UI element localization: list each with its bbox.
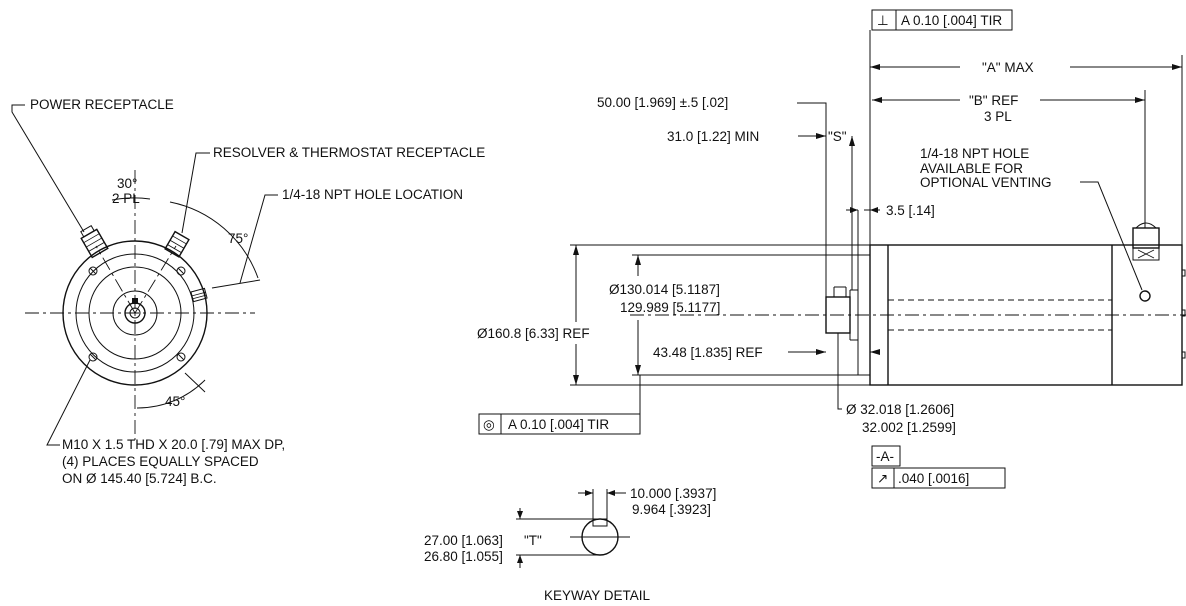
vent-fitting (1132, 222, 1160, 302)
hub-outline (112, 290, 158, 336)
pilot-outline (88, 266, 182, 360)
leader-power (11, 104, 85, 233)
npt-location-label: 1/4-18 NPT HOLE LOCATION (282, 187, 463, 202)
end-view: POWER RECEPTACLE RESOLVER & THERMOSTAT R… (11, 97, 485, 486)
s-label: "S" (828, 129, 847, 144)
datum-a-label: -A- (876, 449, 894, 464)
leader-resolver (181, 152, 210, 234)
extension-75 (211, 279, 261, 289)
keyway-t-line-2: 26.80 [1.055] (424, 549, 503, 564)
arc-30-deg (111, 197, 151, 201)
angle-30-label: 30° (117, 176, 137, 191)
shaft-center (129, 307, 141, 319)
angle-line-left (95, 245, 136, 314)
keyway-slot (592, 518, 608, 527)
dim-3-5-label: 3.5 [.14] (886, 203, 935, 218)
shaft-dia-line-1: Ø 32.018 [1.2606] (846, 402, 954, 417)
arc-75-deg (169, 201, 259, 279)
vent-line-1: 1/4-18 NPT HOLE (920, 146, 1029, 161)
resolver-receptacle-label: RESOLVER & THERMOSTAT RECEPTACLE (213, 145, 485, 160)
runout-symbol: ↗ (877, 471, 888, 486)
resolver-receptacle-connector (164, 230, 190, 258)
leader-shaft-dia (837, 333, 842, 410)
power-receptacle-connector (80, 224, 109, 259)
perp-tolerance-frame (871, 9, 1013, 31)
perp-symbol: ⊥ (877, 13, 889, 28)
npt-hole-fitting (190, 287, 208, 303)
a-max-label: "A" MAX (982, 60, 1034, 75)
mount-note-line-3: ON Ø 145.40 [5.724] B.C. (62, 471, 217, 486)
keyway-caption: KEYWAY DETAIL (544, 588, 651, 603)
angle-line-right (134, 245, 177, 314)
leader-shaft-ext (797, 102, 827, 297)
mount-note-line-1: M10 X 1.5 THD X 20.0 [.79] MAX DP, (62, 437, 285, 452)
angle-45-label: 45° (165, 394, 185, 409)
keyway-width-line-1: 10.000 [.3937] (630, 486, 716, 501)
extension-45 (184, 372, 206, 393)
two-pl-label: 2 PL (112, 191, 140, 206)
angle-75-label: 75° (228, 231, 248, 246)
mounting-holes (88, 266, 186, 362)
leader-vent (1080, 181, 1143, 291)
keyway-t-label: "T" (524, 533, 542, 548)
leader-mount (46, 359, 91, 446)
arc-45-deg (136, 379, 206, 409)
keyway-t-line-1: 27.00 [1.063] (424, 533, 503, 548)
flange-dia-label: Ø160.8 [6.33] REF (477, 326, 590, 341)
power-receptacle-label: POWER RECEPTACLE (30, 97, 174, 112)
keyway-mark (132, 298, 138, 304)
runout-text: .040 [.0016] (898, 471, 969, 486)
runout-frame (871, 467, 1006, 489)
vent-line-3: OPTIONAL VENTING (920, 175, 1052, 190)
shaft-dia-line-2: 32.002 [1.2599] (862, 420, 956, 435)
mount-note-line-2: (4) PLACES EQUALLY SPACED (62, 454, 259, 469)
three-pl-label: 3 PL (984, 109, 1012, 124)
conc-tolerance-text: A 0.10 [.004] TIR (508, 417, 609, 432)
dim-43-48-label: 43.48 [1.835] REF (653, 345, 763, 360)
bolt-circle (75, 253, 195, 373)
vent-line-2: AVAILABLE FOR (920, 161, 1023, 176)
perp-tolerance-text: A 0.10 [.004] TIR (901, 13, 1002, 28)
b-ref-label: "B" REF (969, 93, 1018, 108)
flange-outline (62, 240, 208, 386)
vent-hole (1139, 290, 1151, 302)
conc-symbol: ◎ (483, 417, 495, 432)
datum-a-box (871, 445, 901, 467)
shaft-ext-label: 50.00 [1.969] ±.5 [.02] (597, 95, 728, 110)
keyway-width-line-2: 9.964 [.3923] (632, 502, 711, 517)
pilot-dia-line-1: Ø130.014 [5.1187] (609, 282, 720, 297)
keyway-detail: 10.000 [.3937] 9.964 [.3923] 27.00 [1.06… (424, 486, 716, 603)
s-min-label: 31.0 [1.22] MIN (667, 129, 759, 144)
side-view: ⊥ A 0.10 [.004] TIR "A" MAX "B" REF 3 PL… (477, 9, 1186, 489)
leader-npt (239, 194, 278, 284)
pilot-dia-line-2: 129.989 [5.1177] (620, 300, 720, 315)
